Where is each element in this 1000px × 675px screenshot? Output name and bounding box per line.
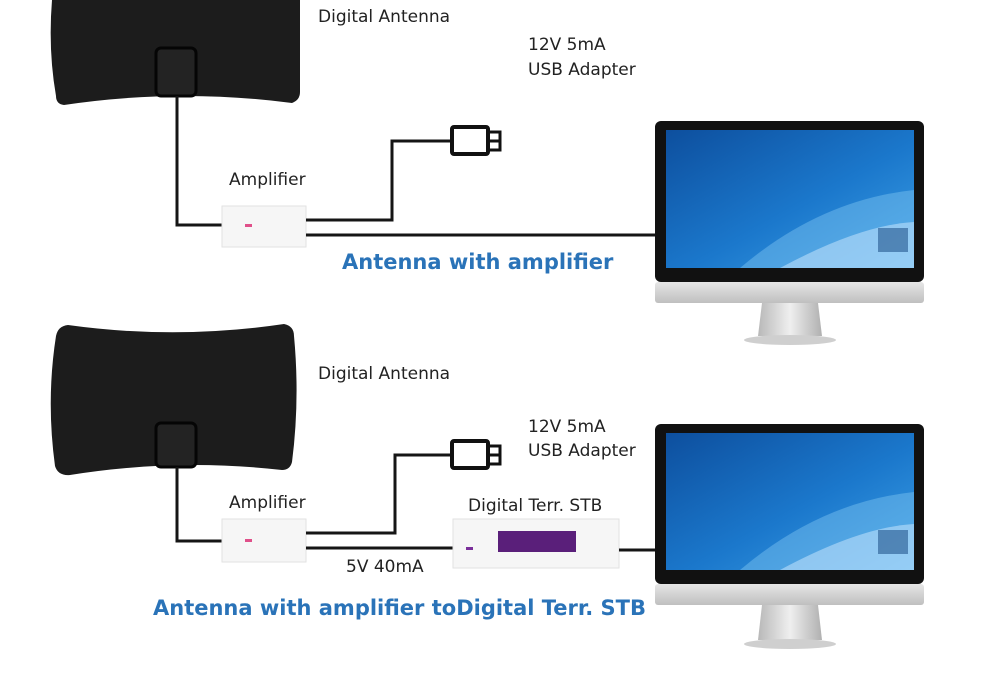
top-amplifier-label: Amplifier xyxy=(229,170,306,190)
top-usb-icon xyxy=(450,125,502,156)
top-antenna-icon xyxy=(50,0,300,105)
bottom-monitor-icon xyxy=(655,424,924,649)
bottom-antenna-icon xyxy=(50,324,297,476)
bottom-antenna-cable xyxy=(175,467,222,543)
bottom-adapter-voltage: 12V 5mA xyxy=(528,417,606,437)
top-antenna-cable xyxy=(175,96,222,227)
bottom-cable-spec: 5V 40mA xyxy=(346,557,424,577)
top-adapter-voltage: 12V 5mA xyxy=(528,35,606,55)
top-usb-cable xyxy=(306,139,455,222)
top-adapter-label: USB Adapter xyxy=(528,60,636,80)
bottom-stb-label: Digital Terr. STB xyxy=(468,496,603,516)
bottom-amplifier-label: Amplifier xyxy=(229,493,306,513)
top-caption: Antenna with amplifier xyxy=(342,250,614,274)
bottom-stb-icon xyxy=(452,518,620,569)
bottom-caption: Antenna with amplifier toDigital Terr. S… xyxy=(153,596,647,620)
bottom-usb-icon xyxy=(450,439,502,470)
top-diagram xyxy=(50,0,924,345)
bottom-antenna-label: Digital Antenna xyxy=(318,364,451,384)
bottom-adapter-label: USB Adapter xyxy=(528,441,636,461)
top-antenna-label: Digital Antenna xyxy=(318,7,451,27)
top-monitor-icon xyxy=(655,121,924,345)
bottom-usb-cable xyxy=(306,453,455,535)
bottom-diagram xyxy=(50,324,924,649)
bottom-amplifier-icon xyxy=(221,518,307,563)
top-amplifier-icon xyxy=(221,205,307,248)
